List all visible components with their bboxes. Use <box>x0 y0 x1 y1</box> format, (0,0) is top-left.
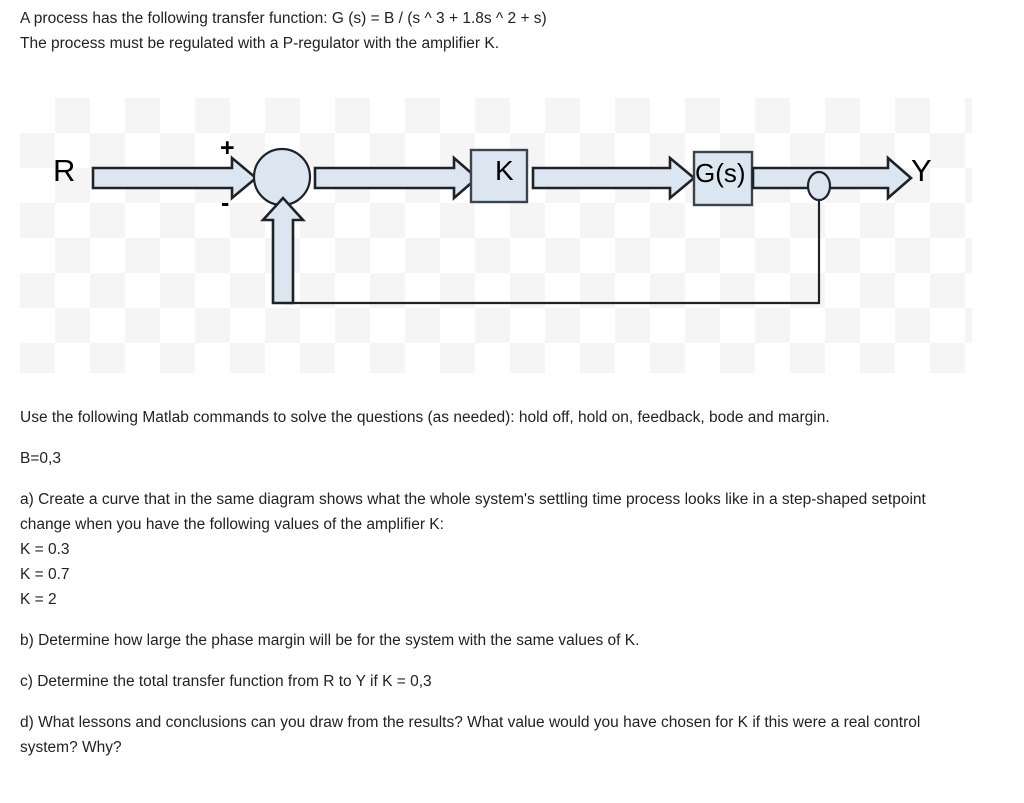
label-sum-minus: - <box>221 189 230 217</box>
arrow-plant-to-output <box>751 155 913 201</box>
k-value-item: K = 2 <box>20 591 57 608</box>
arrow-feedback-to-sum <box>260 196 306 305</box>
summing-junction <box>252 147 312 207</box>
k-value-item: K = 0.3 <box>20 541 70 558</box>
control-block-diagram: .blk { fill: #dce6f1; stroke: #3b444b; s… <box>20 98 972 373</box>
intro-text: A process has the following transfer fun… <box>20 6 1000 56</box>
question-c: c) Determine the total transfer function… <box>20 673 432 690</box>
label-sum-plus: + <box>220 134 235 162</box>
arrow-sum-to-gain <box>313 155 479 201</box>
intro-line-2: The process must be regulated with a P-r… <box>20 35 500 52</box>
diagram-vector-layer: .blk { fill: #dce6f1; stroke: #3b444b; s… <box>91 147 913 305</box>
gain-block-k <box>469 148 529 204</box>
k-value-item: K = 0.7 <box>20 566 70 583</box>
takeoff-node <box>806 170 832 202</box>
question-b: b) Determine how large the phase margin … <box>20 632 640 649</box>
assignment-body: Use the following Matlab commands to sol… <box>20 405 980 776</box>
label-output-y: Y <box>911 153 932 188</box>
label-gain-k: K <box>495 155 514 186</box>
matlab-commands-note: Use the following Matlab commands to sol… <box>20 409 830 426</box>
feedback-path-line <box>286 200 821 305</box>
arrow-gain-to-plant <box>531 155 697 201</box>
diagram-checker-background <box>20 98 972 373</box>
label-plant-gs: G(s) <box>695 158 746 188</box>
arrow-r-to-sum <box>91 155 259 201</box>
intro-line-1: A process has the following transfer fun… <box>20 10 547 27</box>
question-a: a) Create a curve that in the same diagr… <box>20 491 926 533</box>
label-input-r: R <box>53 153 76 188</box>
question-d: d) What lessons and conclusions can you … <box>20 714 921 756</box>
b-value-text: B=0,3 <box>20 450 61 467</box>
k-values-list: K = 0.3 K = 0.7 K = 2 <box>20 537 980 612</box>
